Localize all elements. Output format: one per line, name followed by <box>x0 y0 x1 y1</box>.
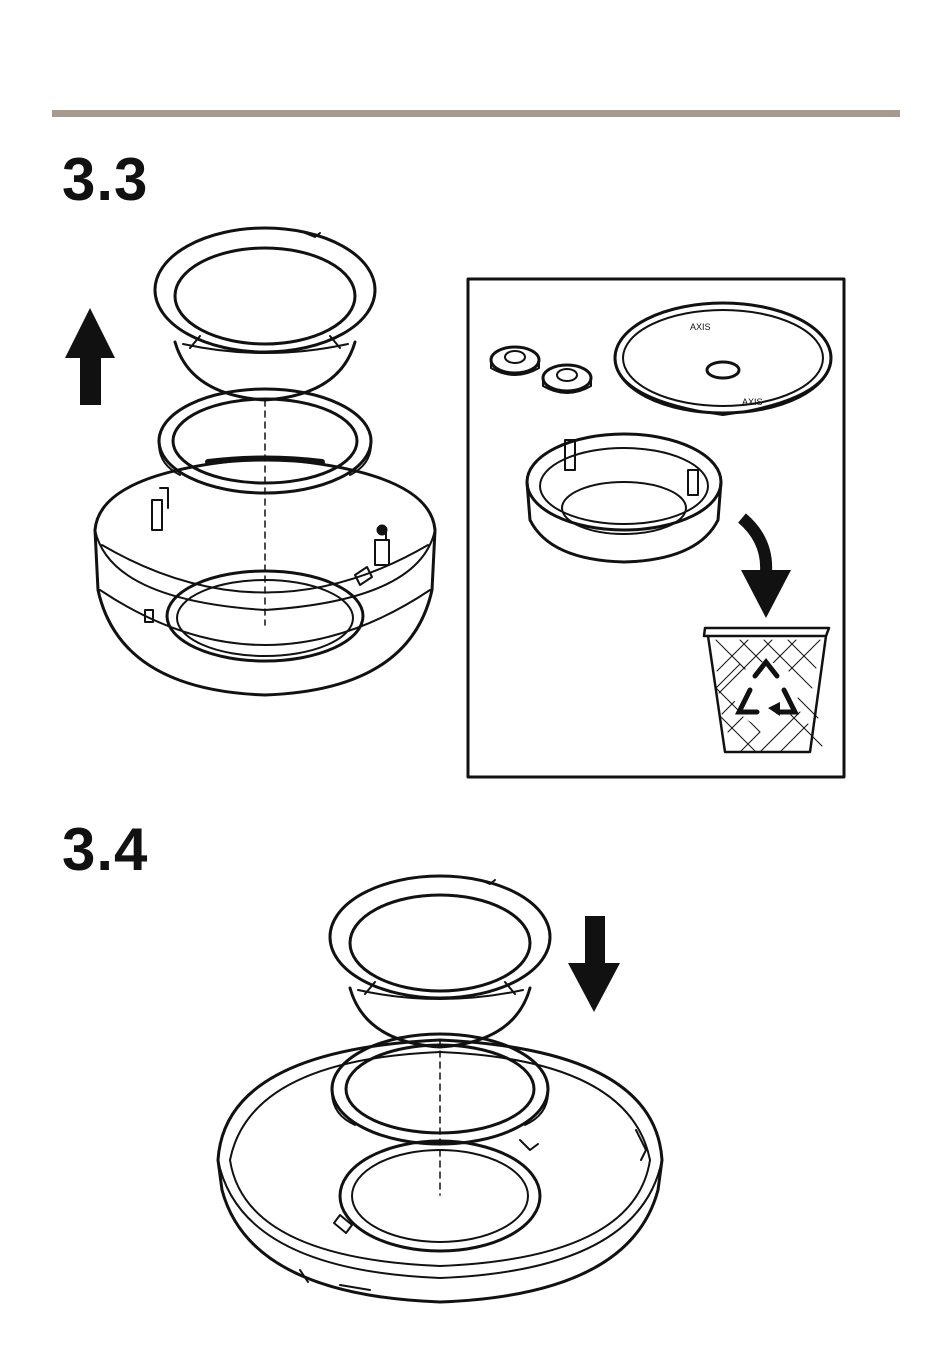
shield-logo-2: AXIS <box>742 397 763 407</box>
dome-cover <box>330 876 550 1047</box>
arrow-down-icon <box>568 916 620 1012</box>
recycle-bin-icon <box>704 628 829 752</box>
curved-arrow-icon <box>741 518 791 618</box>
arrow-up-icon <box>65 308 115 405</box>
bottom-ring <box>527 434 721 562</box>
dome-cover <box>155 228 375 400</box>
spacer-rings <box>491 347 591 393</box>
shield-logo: AXIS <box>690 322 711 332</box>
weather-shield: AXIS AXIS <box>615 303 831 415</box>
recycle-icon <box>734 662 798 726</box>
